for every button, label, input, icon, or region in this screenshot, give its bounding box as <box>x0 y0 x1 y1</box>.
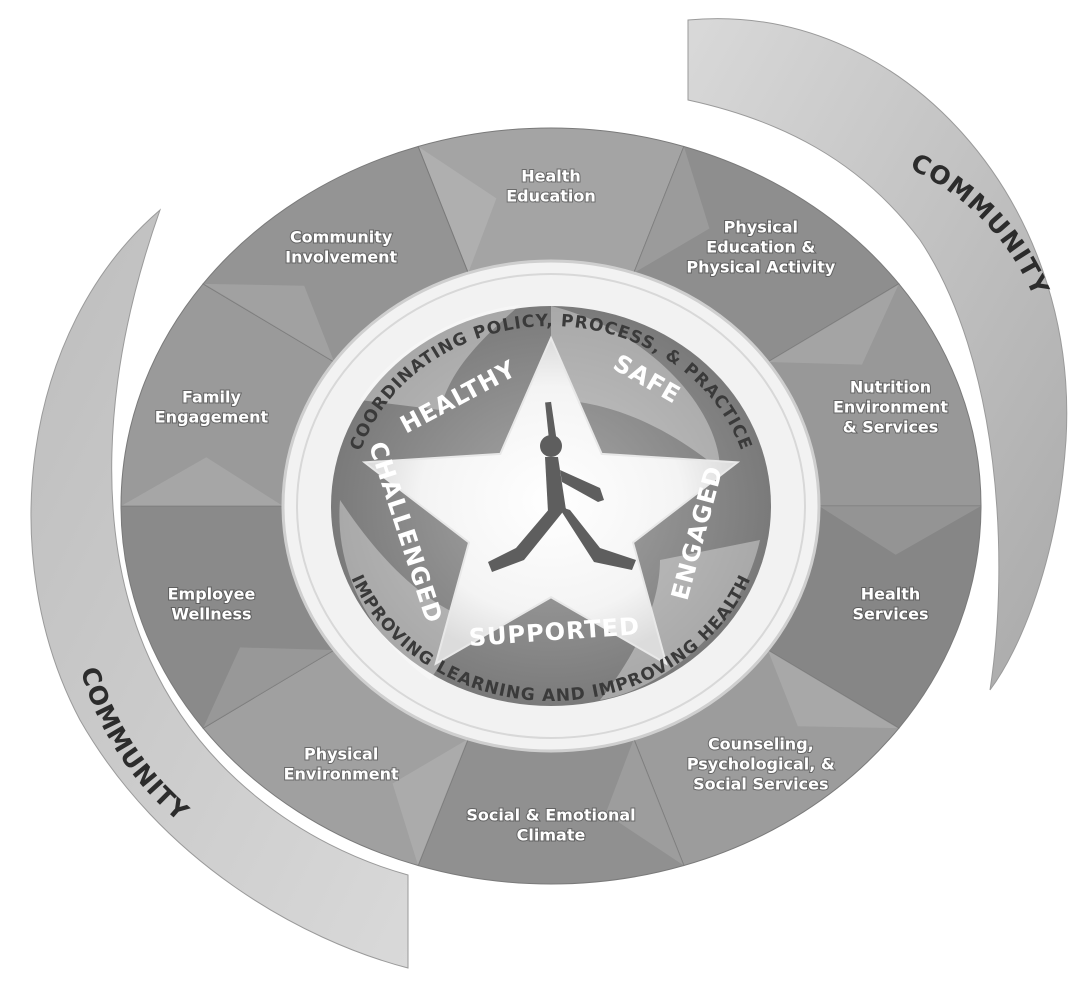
segment-label-line: Engagement <box>155 407 269 426</box>
segment-label-line: Social Services <box>693 774 828 793</box>
center-swirl <box>339 305 760 700</box>
segment-label-4: Counseling,Psychological, &Social Servic… <box>687 734 835 793</box>
segment-label-line: Employee <box>168 585 256 604</box>
segment-facet-9 <box>203 283 335 362</box>
segment-facet-6 <box>392 739 469 866</box>
segment-label-line: Physical <box>724 218 798 237</box>
jumping-figure-icon <box>488 401 636 572</box>
segment-label-line: Physical <box>304 744 378 763</box>
segment-label-line: Environment <box>833 397 948 416</box>
coordinating-ring-inner-line <box>296 273 806 739</box>
segment-facet-1 <box>633 146 710 273</box>
segment-facet-5 <box>605 739 684 866</box>
segment-label-line: Climate <box>517 826 586 845</box>
segment-label-line: Wellness <box>171 605 251 624</box>
community-arm-bottom <box>30 208 409 969</box>
segment-label-line: Nutrition <box>850 377 931 396</box>
segment-label-line: Services <box>853 605 929 624</box>
segment-label-line: Health <box>861 585 921 604</box>
segment-label-line: Environment <box>284 764 399 783</box>
segment-label-line: Health <box>521 167 581 186</box>
segment-facet-8 <box>121 457 283 506</box>
segment-label-line: Education & <box>706 238 815 257</box>
segment-label-line: Involvement <box>285 248 397 267</box>
segment-facet-2 <box>767 283 899 365</box>
segment-facet-0 <box>418 146 497 273</box>
segment-label-line: Community <box>290 228 393 247</box>
community-arm-top <box>687 18 1068 691</box>
segment-label-line: Psychological, & <box>687 754 835 773</box>
segment-label-line: Education <box>506 187 596 206</box>
segment-facet-4 <box>767 650 899 729</box>
segment-facet-3 <box>819 506 981 555</box>
segment-label-line: Counseling, <box>708 734 814 753</box>
segment-facet-7 <box>203 647 335 729</box>
segment-label-line: Social & Emotional <box>466 806 635 825</box>
segment-label-line: Physical Activity <box>686 258 835 277</box>
segment-label-line: Family <box>182 387 241 406</box>
segment-label-line: & Services <box>843 417 939 436</box>
component-segments <box>120 127 982 885</box>
